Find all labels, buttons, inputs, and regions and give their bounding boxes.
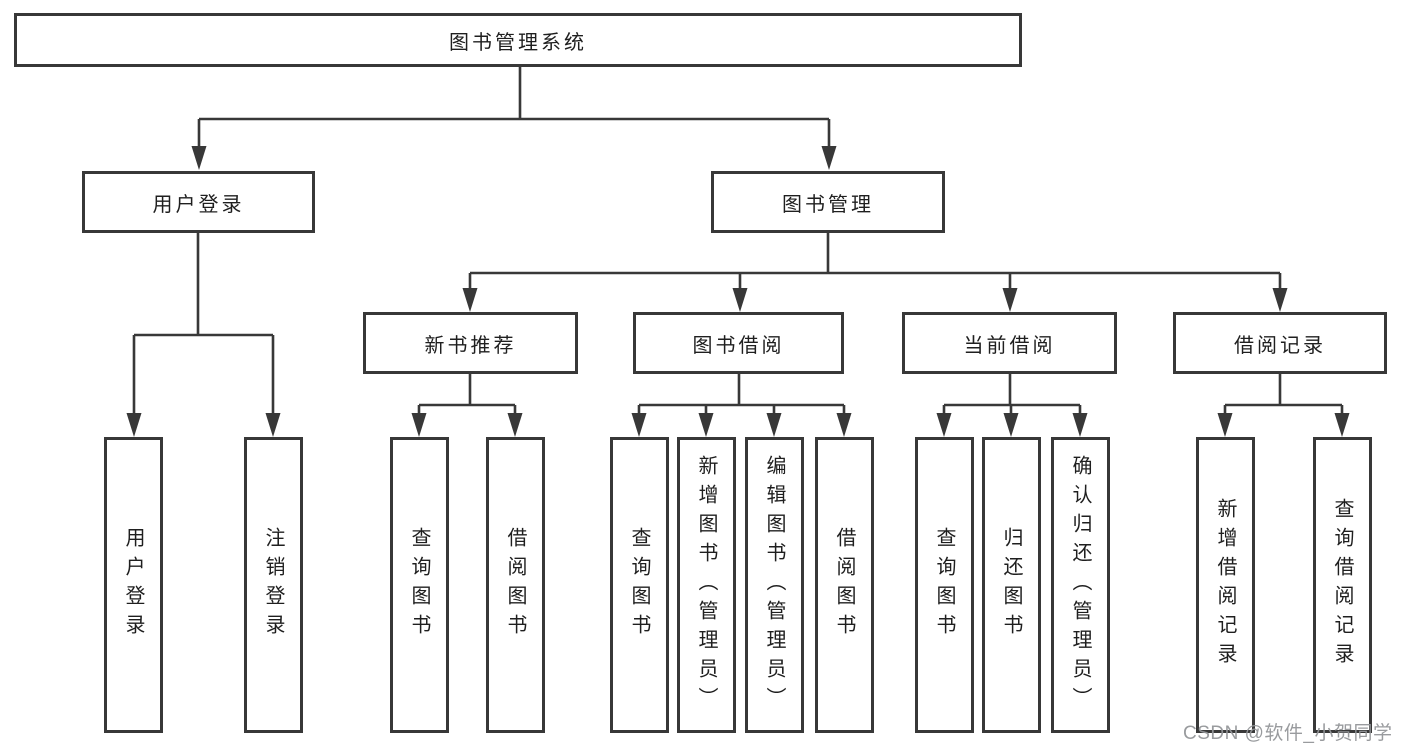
- node-current-borrowing: 当前借阅: [902, 312, 1117, 374]
- node-root: 图书管理系统: [14, 13, 1022, 67]
- leaf-query-book-borrowing: 查询图书: [610, 437, 669, 733]
- node-book-management: 图书管理: [711, 171, 945, 233]
- watermark: CSDN @软件_小贺同学: [1183, 723, 1393, 744]
- arrowheads: [126, 146, 1350, 437]
- leaf-query-book-current: 查询图书: [915, 437, 974, 733]
- leaf-borrow-book-borrowing: 借阅图书: [815, 437, 874, 733]
- leaf-return-book: 归还图书: [982, 437, 1041, 733]
- leaf-borrow-book-recommend: 借阅图书: [486, 437, 545, 733]
- node-user-login: 用户登录: [82, 171, 315, 233]
- leaf-user-login: 用户登录: [104, 437, 163, 733]
- node-book-borrowing: 图书借阅: [633, 312, 844, 374]
- leaf-query-book-recommend: 查询图书: [390, 437, 449, 733]
- node-new-book-recommend: 新书推荐: [363, 312, 578, 374]
- leaf-logout: 注销登录: [244, 437, 303, 733]
- leaf-edit-book-admin: 编辑图书（管理员）: [745, 437, 804, 733]
- leaf-add-borrow-record: 新增借阅记录: [1196, 437, 1255, 733]
- node-borrow-records: 借阅记录: [1173, 312, 1387, 374]
- leaf-confirm-return-admin: 确认归还（管理员）: [1051, 437, 1110, 733]
- leaf-query-borrow-record: 查询借阅记录: [1313, 437, 1372, 733]
- leaf-add-book-admin: 新增图书（管理员）: [677, 437, 736, 733]
